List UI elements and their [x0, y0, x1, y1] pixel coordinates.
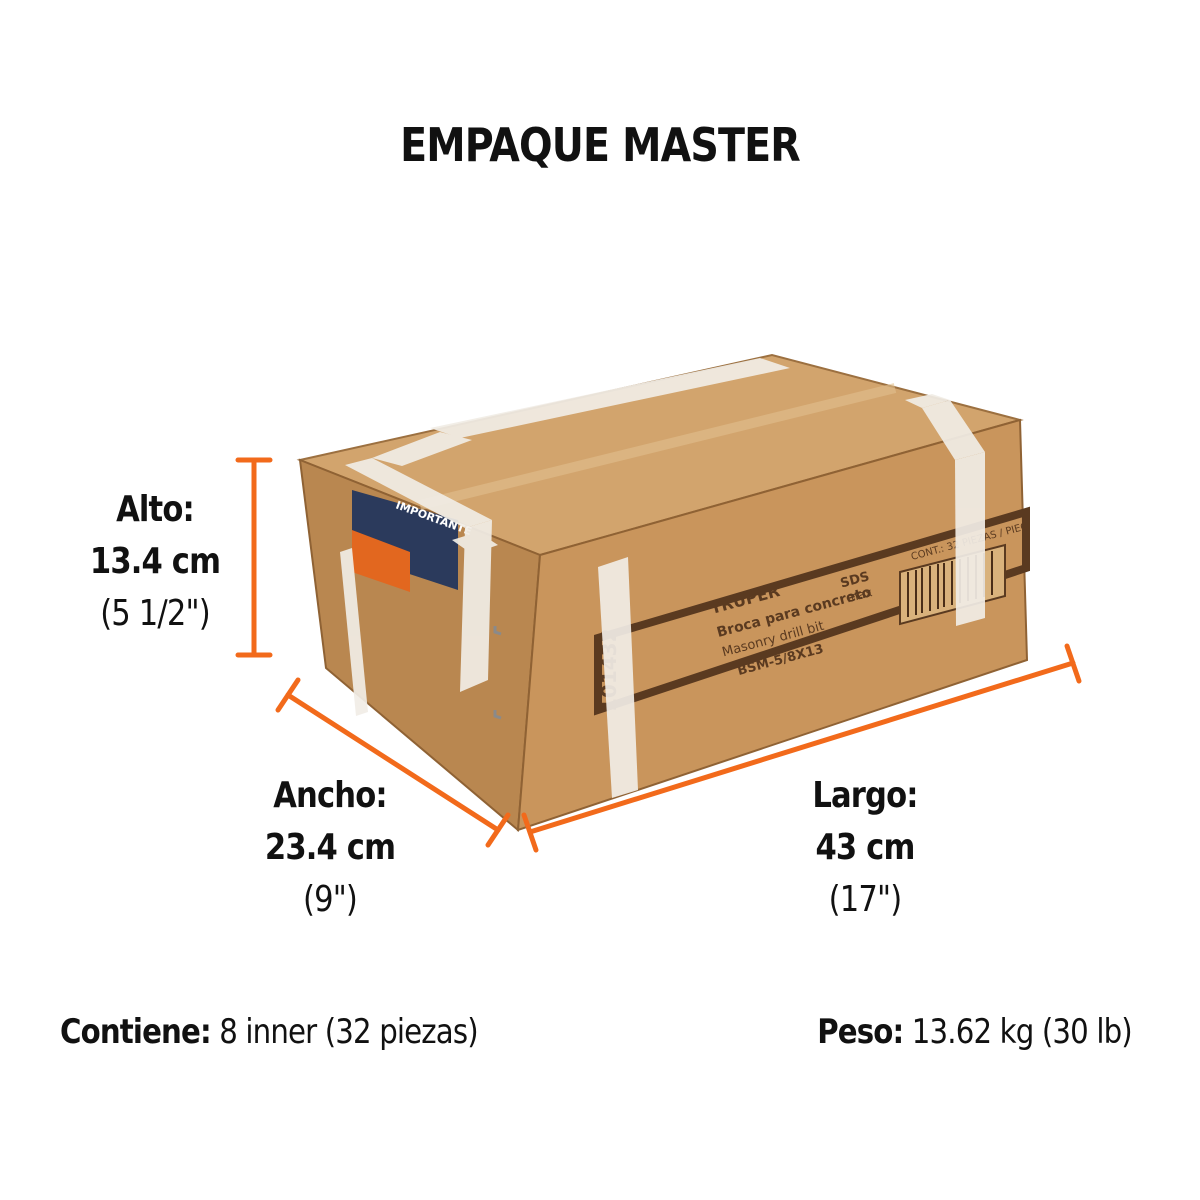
contents-label: Contiene: [60, 1012, 212, 1052]
length-label: Largo: 43 cm (17") [767, 770, 963, 926]
width-name: Ancho: [273, 775, 387, 816]
height-imperial: (5 1/2") [100, 593, 210, 634]
length-imperial: (17") [828, 879, 902, 920]
height-name: Alto: [116, 489, 195, 530]
weight-value: 13.62 kg (30 lb) [903, 1012, 1133, 1052]
page-title: EMPAQUE MASTER [400, 118, 801, 172]
packing-straps [340, 358, 985, 798]
length-dimension-line [521, 643, 1082, 853]
box-type-line2: max [845, 585, 874, 605]
box-front-face [516, 418, 1029, 832]
contents-value: 8 inner (32 piezas) [210, 1012, 478, 1052]
width-metric: 23.4 cm [264, 827, 396, 868]
staples [493, 626, 502, 720]
weight-info: Peso: 13.62 kg (30 lb) [817, 1012, 1132, 1052]
weight-label: Peso: [817, 1012, 904, 1052]
print-frame [594, 506, 1030, 716]
length-metric: 43 cm [815, 827, 915, 868]
box-type-line1: SDS [839, 569, 871, 591]
width-imperial: (9") [302, 879, 358, 920]
height-metric: 13.4 cm [89, 541, 221, 582]
width-label: Ancho: 23.4 cm (9") [232, 770, 428, 926]
height-dimension-line [235, 457, 273, 658]
contents-info: Contiene: 8 inner (32 piezas) [60, 1012, 479, 1052]
length-name: Largo: [812, 775, 918, 816]
width-dimension-line [275, 677, 511, 848]
tape-seam [418, 383, 897, 510]
height-label: Alto: 13.4 cm (5 1/2") [57, 484, 253, 640]
